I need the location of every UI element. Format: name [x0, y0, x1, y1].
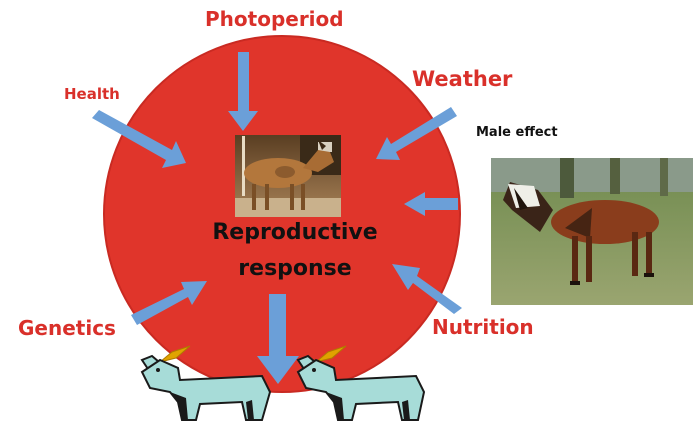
label-weather: Weather: [412, 69, 512, 90]
label-male-effect: Male effect: [476, 125, 558, 140]
doe-goat-photo: [235, 135, 341, 217]
buck-goat-photo: [491, 158, 693, 305]
center-title-line1: Reproductive: [190, 222, 400, 244]
label-genetics: Genetics: [18, 318, 116, 338]
label-photoperiod: Photoperiod: [205, 9, 344, 29]
label-nutrition: Nutrition: [432, 317, 534, 337]
label-health: Health: [64, 87, 120, 102]
center-title-line2: response: [190, 258, 400, 280]
